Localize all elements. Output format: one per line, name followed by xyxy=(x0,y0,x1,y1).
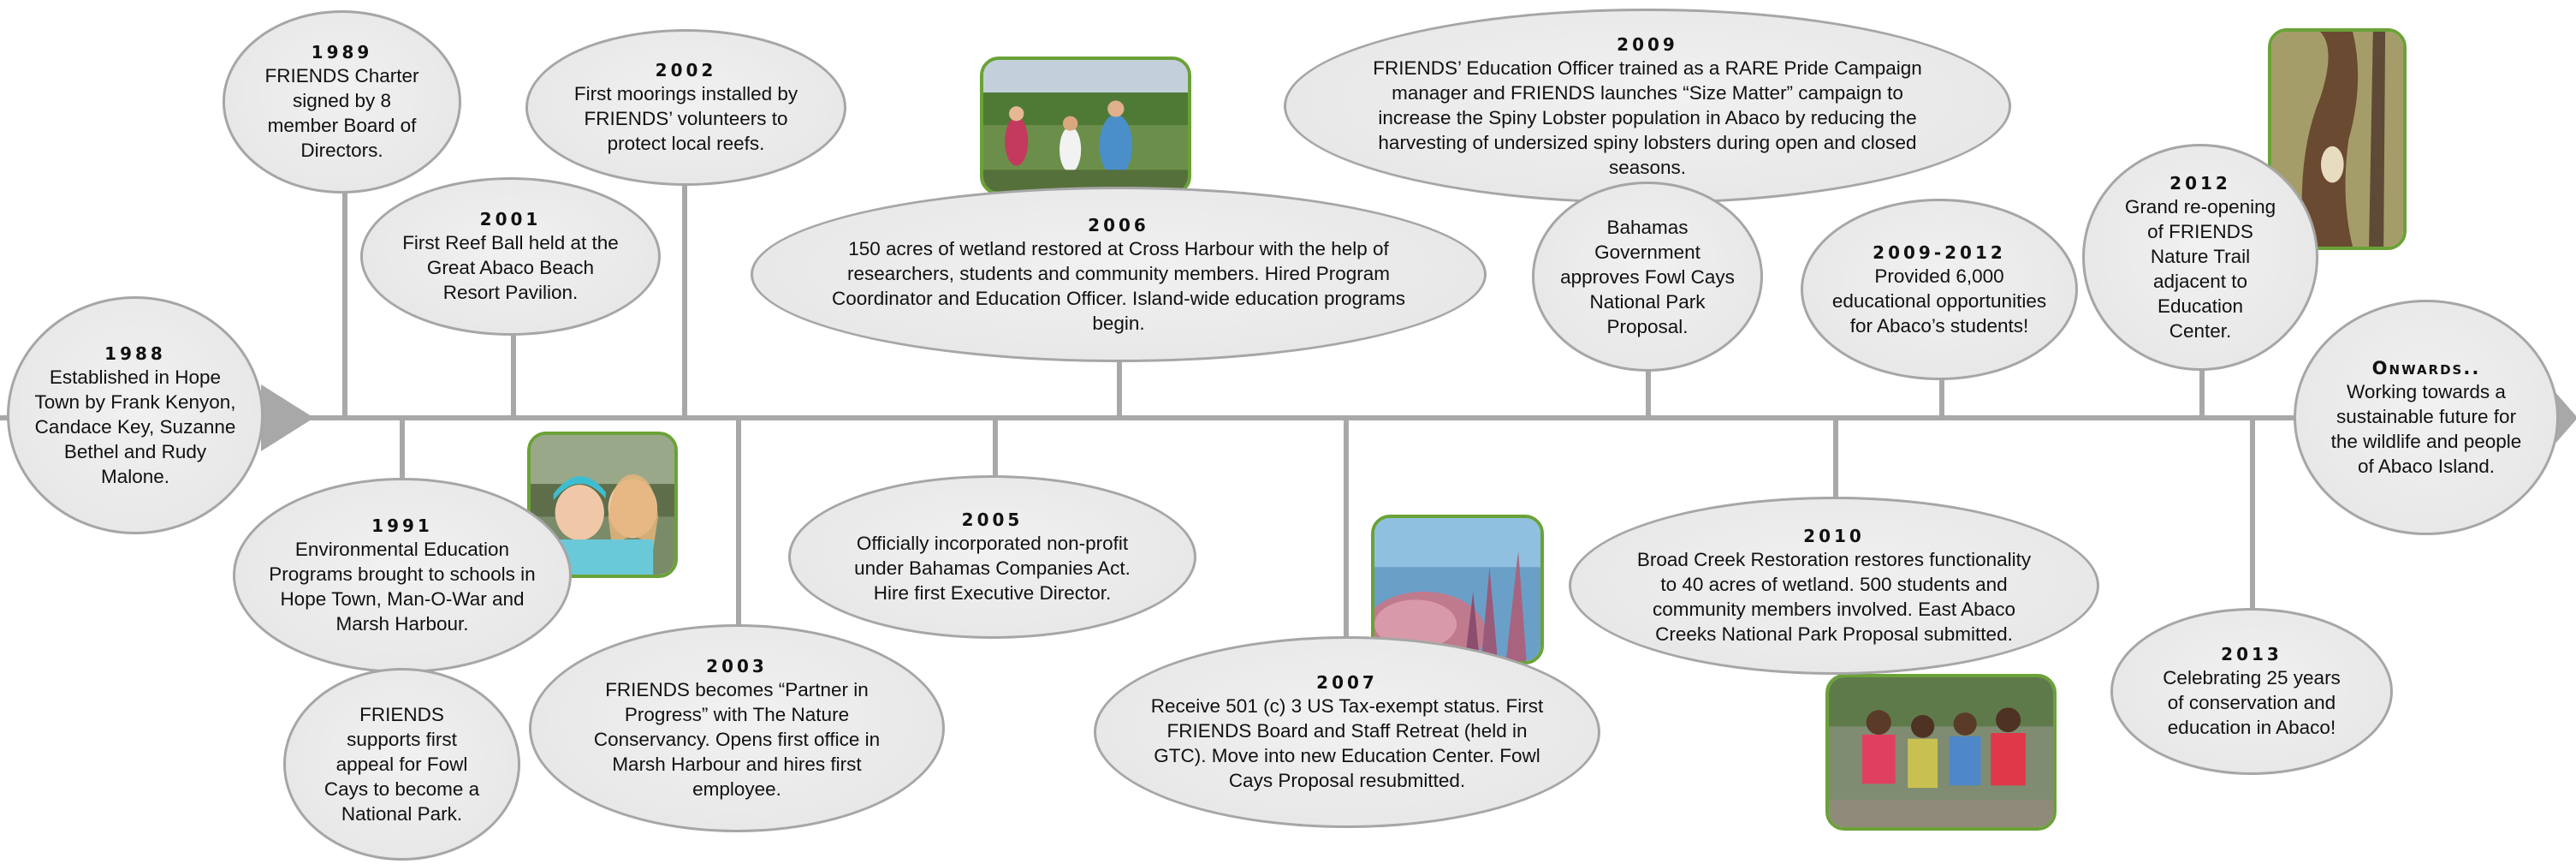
connector-2013 xyxy=(2250,417,2255,611)
event-year: 2005 xyxy=(961,509,1024,530)
wetland-volunteers-photo xyxy=(980,57,1191,195)
connector-2012 xyxy=(2199,366,2205,417)
event-description: Established in Hope Town by Frank Kenyon… xyxy=(34,366,236,487)
event-2012: 2012 Grand re-opening of FRIENDS Nature … xyxy=(2082,144,2318,371)
event-description: Provided 6,000 educational opportunities… xyxy=(1831,265,2047,337)
event-2007: 2007 Receive 501 (c) 3 US Tax-exempt sta… xyxy=(1094,636,1600,828)
event-1989: 1989 FRIENDS Charter signed by 8 member … xyxy=(223,10,461,194)
event-description: Working towards a sustainable future for… xyxy=(2330,380,2522,477)
event-description: FRIENDS’ Education Officer trained as a … xyxy=(1373,57,1922,178)
event-year: 2013 xyxy=(2221,644,2282,664)
event-description: Celebrating 25 years of conservation and… xyxy=(2163,667,2341,738)
event-description: 150 acres of wetland restored at Cross H… xyxy=(832,237,1405,334)
tree-trunk-photo xyxy=(2268,28,2407,250)
event-2005: 2005 Officially incorporated non-profit … xyxy=(788,475,1196,639)
event-year: 2003 xyxy=(706,656,768,676)
event-year: 1989 xyxy=(311,42,373,63)
coral-reef-photo xyxy=(1371,515,1544,664)
event-year: 1988 xyxy=(104,343,166,364)
connector-2010 xyxy=(1833,417,1838,501)
event-2009: 2009 FRIENDS’ Education Officer trained … xyxy=(1284,9,2011,204)
connector-2002 xyxy=(682,182,687,417)
event-description: FRIENDS becomes “Partner in Progress” wi… xyxy=(593,679,881,800)
connector-2001 xyxy=(511,332,516,417)
event-description: FRIENDS Charter signed by 8 member Board… xyxy=(264,65,419,161)
event-2002: 2002 First moorings installed by FRIENDS… xyxy=(525,29,846,186)
event-description: First moorings installed by FRIENDS’ vol… xyxy=(573,83,798,154)
event-year: 2012 xyxy=(2169,172,2231,194)
connector-bahamas xyxy=(1646,367,1651,417)
connector-2005 xyxy=(993,417,998,479)
event-description: Grand re-opening of FRIENDS Nature Trail… xyxy=(2124,195,2276,342)
children-group-photo xyxy=(1825,674,2057,831)
event-2003: 2003 FRIENDS becomes “Partner in Progres… xyxy=(529,624,945,832)
connector-1991 xyxy=(400,417,405,480)
connector-1989 xyxy=(342,188,347,417)
connector-2007 xyxy=(1344,417,1349,642)
event-fowl-cays-appeal: FRIENDS supports first appeal for Fowl C… xyxy=(283,668,520,861)
event-description: FRIENDS supports first appeal for Fowl C… xyxy=(323,704,480,825)
event-2001: 2001 First Reef Ball held at the Great A… xyxy=(360,177,661,336)
event-year: 2009 xyxy=(1617,33,1678,55)
connector-2006 xyxy=(1117,358,1122,417)
event-year: 2007 xyxy=(1316,672,1378,693)
event-2009-2012: 2009-2012 Provided 6,000 educational opp… xyxy=(1801,199,2078,380)
event-year: 2009-2012 xyxy=(1873,241,2006,263)
event-2006: 2006 150 acres of wetland restored at Cr… xyxy=(751,187,1487,362)
event-description: First Reef Ball held at the Great Abaco … xyxy=(402,232,619,303)
event-description: Receive 501 (c) 3 US Tax-exempt status. … xyxy=(1150,695,1544,791)
event-description: Bahamas Government approves Fowl Cays Na… xyxy=(1560,216,1735,337)
event-year: Onwards.. xyxy=(2371,357,2481,378)
event-year: 2002 xyxy=(655,60,717,80)
event-bahamas-government: Bahamas Government approves Fowl Cays Na… xyxy=(1532,182,1763,372)
event-description: Environmental Education Programs brought… xyxy=(269,539,536,635)
event-onwards: Onwards.. Working towards a sustainable … xyxy=(2294,300,2559,535)
event-year: 2006 xyxy=(1088,214,1149,235)
event-year: 1991 xyxy=(371,515,433,536)
event-year: 2010 xyxy=(1803,526,1865,546)
connector-2009-2012 xyxy=(1939,377,1944,417)
timeline-axis xyxy=(0,415,2567,420)
event-1988: 1988 Established in Hope Town by Frank K… xyxy=(7,296,264,534)
connector-2003 xyxy=(736,417,741,629)
timeline-start-arrow xyxy=(261,384,314,451)
event-description: Officially incorporated non-profit under… xyxy=(854,533,1131,604)
event-2013: 2013 Celebrating 25 years of conservatio… xyxy=(2110,608,2393,775)
event-year: 2001 xyxy=(479,209,542,229)
event-2010: 2010 Broad Creek Restoration restores fu… xyxy=(1569,497,2099,675)
event-1991: 1991 Environmental Education Programs br… xyxy=(233,478,572,673)
event-description: Broad Creek Restoration restores functio… xyxy=(1636,549,2032,645)
